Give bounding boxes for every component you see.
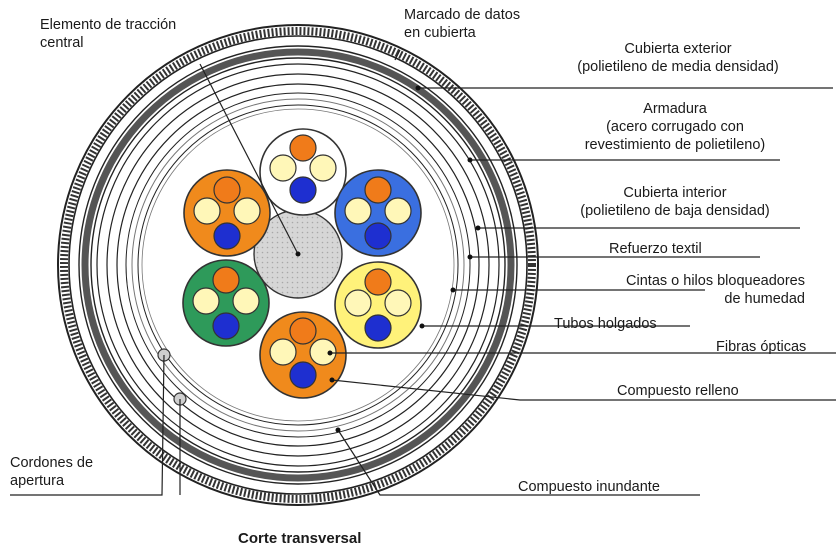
label-line: Elemento de tracción — [40, 17, 177, 33]
inner-jacket — [106, 73, 490, 457]
label-line: Cintas o hilos bloqueadores — [626, 273, 805, 289]
fiber — [269, 338, 297, 366]
fiber — [364, 314, 392, 342]
label-line: en cubierta — [404, 25, 476, 41]
label-line: revestimiento de polietileno) — [584, 137, 766, 153]
fiber — [289, 176, 317, 204]
fiber — [213, 176, 241, 204]
fiber — [192, 287, 220, 315]
caption: Corte transversal — [238, 530, 362, 547]
fiber — [232, 287, 260, 315]
loose-tube-lower-left — [182, 259, 270, 347]
armor-layer — [78, 45, 518, 485]
label-outer-jacket: Cubierta exterior (polietileno de media … — [528, 40, 828, 76]
fiber — [213, 222, 241, 250]
loose-tube-top — [259, 128, 347, 216]
fiber — [309, 338, 337, 366]
fiber — [384, 197, 412, 225]
label-line: Marcado de datos — [404, 7, 521, 23]
label-line: Cordones de — [10, 455, 94, 471]
label-line: Cubierta exterior — [624, 41, 732, 57]
arrow-tips — [295, 85, 481, 433]
fiber — [289, 134, 317, 162]
textile-reinforcement — [125, 92, 471, 438]
fiber — [289, 317, 317, 345]
fiber — [344, 289, 372, 317]
fiber — [212, 266, 240, 294]
label-moisture-tapes: Cintas o hilos bloqueadores de humedad — [520, 272, 805, 308]
loose-tube-upper-left — [183, 169, 271, 257]
fiber — [212, 312, 240, 340]
fiber — [364, 268, 392, 296]
fiber — [233, 197, 261, 225]
fiber — [364, 176, 392, 204]
label-inner-jacket: Cubierta interior (polietileno de baja d… — [540, 184, 810, 220]
loose-tube-bottom — [259, 311, 347, 399]
label-line: Cubierta interior — [623, 185, 727, 201]
label-line: central — [40, 35, 84, 51]
fiber — [193, 197, 221, 225]
label-filling-compound: Compuesto relleno — [617, 383, 739, 399]
fiber — [344, 197, 372, 225]
leader-lines — [10, 49, 836, 496]
fiber — [289, 361, 317, 389]
label-line: (polietileno de baja densidad) — [580, 203, 770, 219]
label-data-marking: Marcado de datos en cubierta — [404, 6, 520, 42]
loose-tube-lower-right — [334, 261, 422, 349]
label-line: apertura — [10, 473, 65, 489]
fiber — [309, 154, 337, 182]
label-textile-reinforcement: Refuerzo textil — [609, 241, 702, 257]
label-line: Armadura — [643, 101, 707, 117]
fiber — [384, 289, 412, 317]
label-optical-fibers: Fibras ópticas — [716, 339, 807, 355]
loose-tube-upper-right — [334, 169, 422, 257]
label-armor: Armadura (acero corrugado con revestimie… — [540, 100, 810, 154]
label-line: de humedad — [724, 291, 805, 307]
label-central-strength-member: Elemento de tracción central — [40, 16, 176, 52]
label-line: (acero corrugado con — [606, 119, 744, 135]
label-line: (polietileno de media densidad) — [577, 59, 779, 75]
fiber — [269, 154, 297, 182]
fiber — [364, 222, 392, 250]
label-flooding-compound: Compuesto inundante — [518, 479, 660, 495]
label-ripcords: Cordones de apertura — [10, 454, 93, 490]
label-loose-tubes: Tubos holgados — [554, 316, 657, 332]
